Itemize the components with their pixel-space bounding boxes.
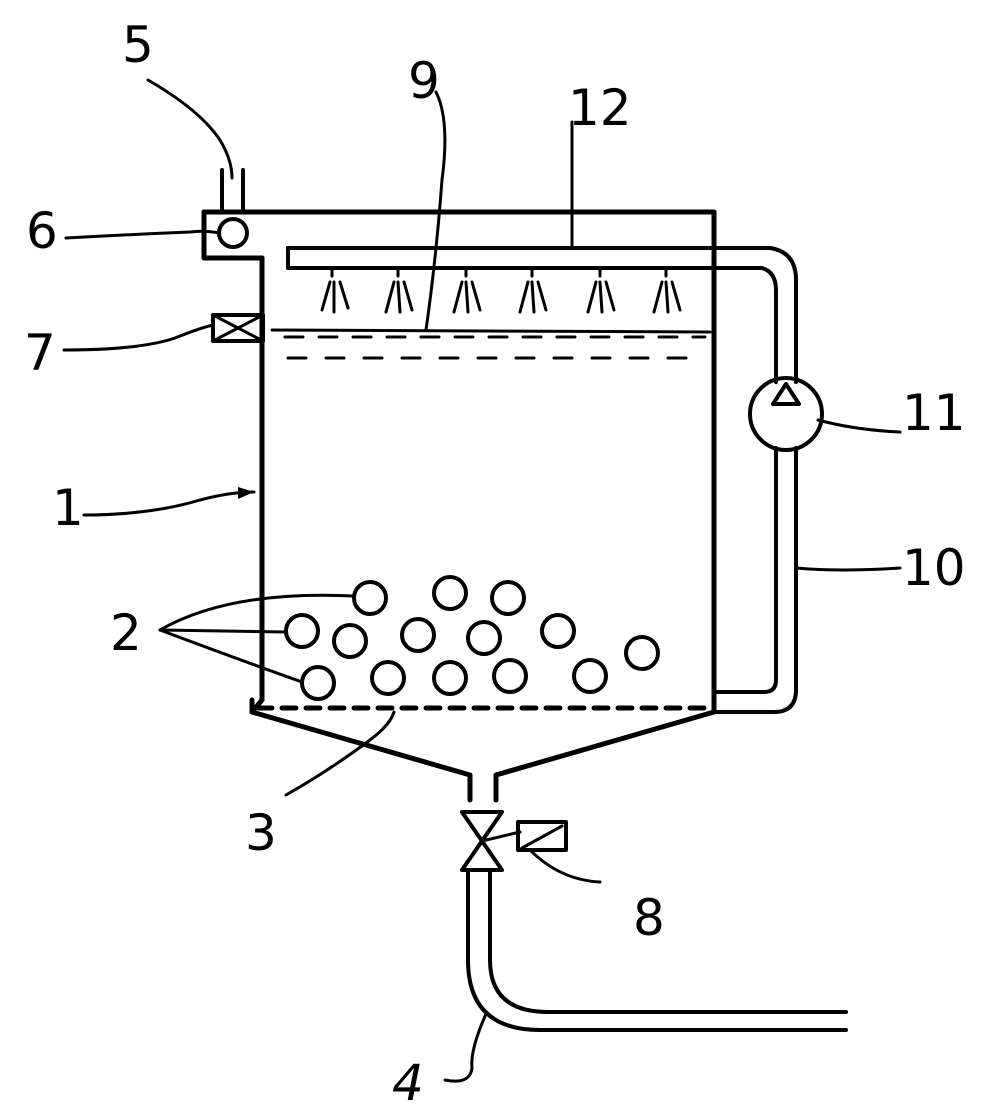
label-1: 1 — [52, 479, 84, 537]
label-4: 4 — [392, 1054, 424, 1112]
particle — [300, 665, 336, 701]
label-3: 3 — [245, 804, 277, 862]
sprinkler-header — [283, 246, 716, 360]
particle — [624, 635, 660, 671]
leader-lines — [62, 78, 902, 1083]
particle — [492, 658, 528, 694]
label-8: 8 — [633, 889, 665, 947]
particle — [332, 623, 368, 659]
particle — [352, 580, 388, 616]
label-7: 7 — [24, 324, 56, 382]
particle — [432, 660, 468, 696]
particles — [284, 575, 660, 701]
particle — [466, 620, 502, 656]
label-12: 12 — [568, 79, 632, 137]
particle — [432, 575, 468, 611]
actuator-8 — [516, 820, 568, 852]
vessel — [201, 209, 717, 803]
label-6: 6 — [26, 202, 58, 260]
particle — [490, 580, 526, 616]
label-5: 5 — [122, 16, 154, 74]
label-11: 11 — [902, 384, 966, 442]
spray-nozzles — [320, 266, 682, 314]
fan-icon — [217, 217, 249, 249]
label-9: 9 — [408, 52, 440, 110]
reference-numerals: 1 2 3 4 5 6 7 8 9 10 11 12 — [24, 16, 966, 1112]
pump — [748, 376, 824, 452]
particle — [540, 613, 576, 649]
inlet-valve — [211, 313, 265, 343]
outlet — [460, 810, 848, 1032]
recirculation-pipe — [712, 246, 824, 714]
particle — [400, 617, 436, 653]
pump-arrow-icon — [771, 382, 801, 406]
particle — [572, 658, 608, 694]
particle — [284, 613, 320, 649]
outlet-valve-icon — [460, 810, 504, 872]
label-2: 2 — [110, 604, 142, 662]
particle — [370, 660, 406, 696]
label-10: 10 — [902, 539, 966, 597]
